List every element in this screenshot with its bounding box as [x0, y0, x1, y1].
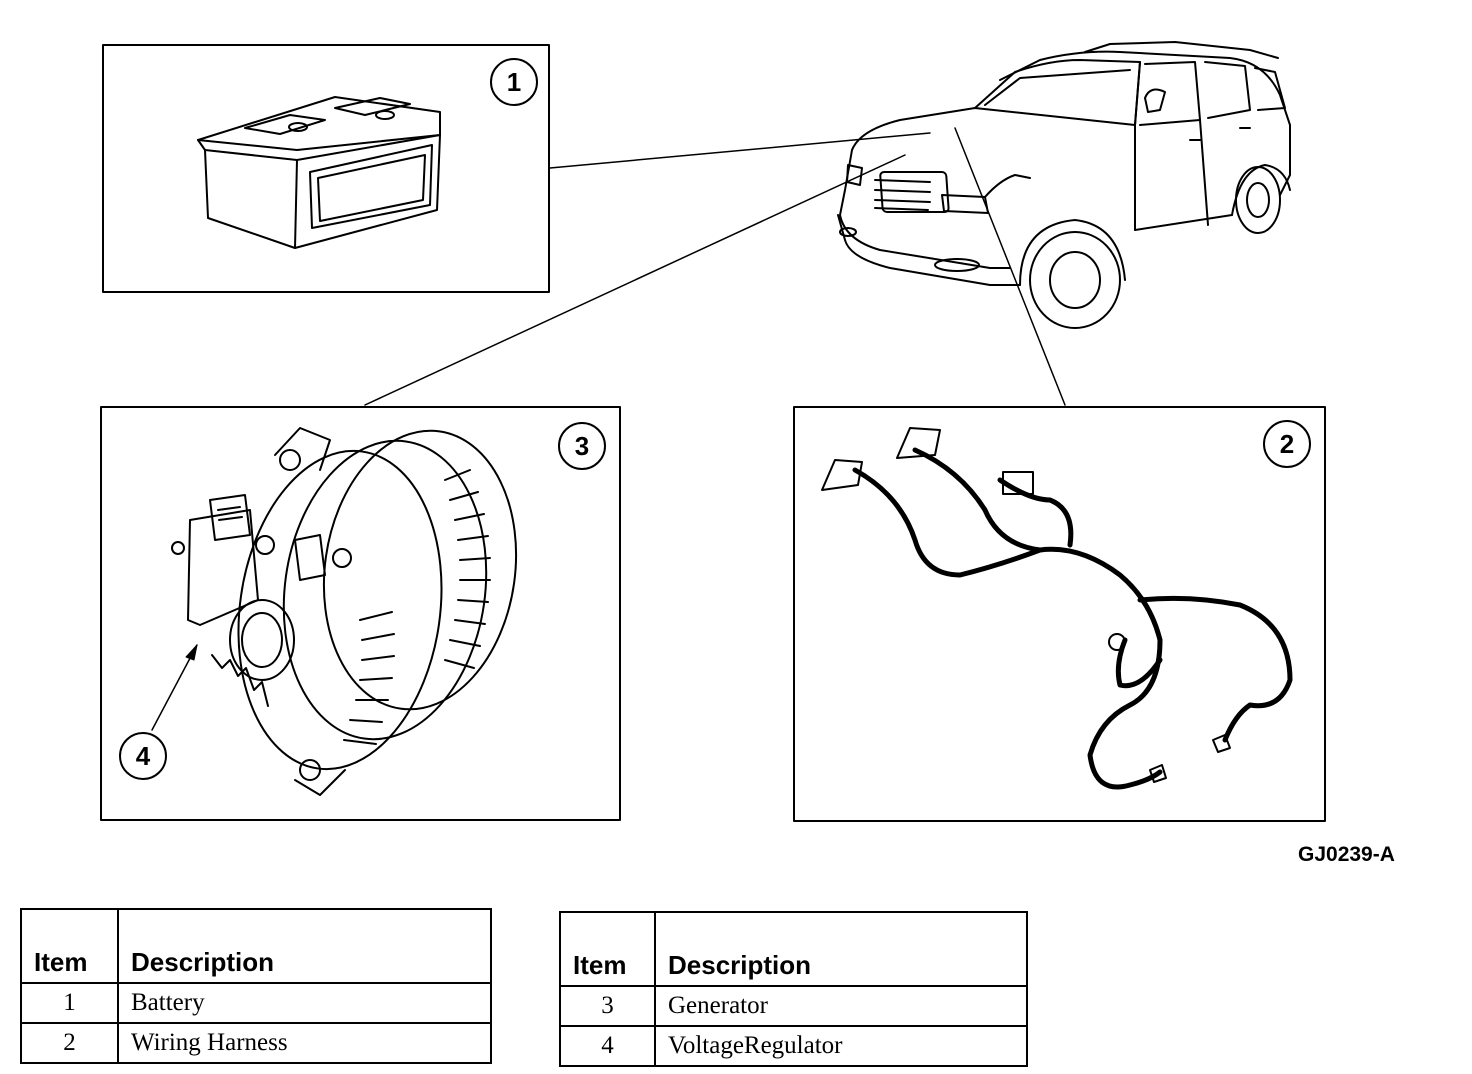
legend-item-description: VoltageRegulator — [654, 1025, 1028, 1067]
wiring-harness-panel — [793, 406, 1326, 822]
legend-item-description: Battery — [117, 982, 492, 1024]
vehicle-illustration — [837, 41, 1291, 329]
leader-line-generator — [364, 154, 906, 406]
generator-illustration — [171, 427, 518, 796]
fog-lamp — [934, 258, 980, 272]
callout-circle-4 — [119, 732, 167, 780]
callout-circle-3 — [558, 422, 606, 470]
callout-circle-2 — [1263, 420, 1311, 468]
legend-item-number: 3 — [559, 985, 656, 1027]
battery-illustration — [197, 96, 441, 249]
rear-wheel — [1235, 166, 1281, 234]
table-row: 1 Battery — [20, 982, 492, 1024]
leader-arrowhead — [185, 644, 198, 661]
callout-label-4: 4 — [136, 741, 151, 771]
legend-header-row: Item Description — [559, 911, 1028, 987]
leader-line-regulator — [151, 644, 198, 731]
leader-line-battery — [549, 132, 931, 169]
legend-header-item: Item — [20, 908, 119, 984]
callout-label-3: 3 — [575, 431, 589, 461]
legend-header-description: Description — [654, 911, 1028, 987]
legend-header-row: Item Description — [20, 908, 492, 984]
legend-table-right: Item Description 3 Generator 4 VoltageRe… — [559, 911, 1028, 1067]
legend-item-number: 4 — [559, 1025, 656, 1067]
side-mirror — [1144, 88, 1166, 113]
wiring-harness-illustration — [852, 447, 1293, 790]
callout-circle-1 — [490, 58, 538, 106]
legend-item-number: 1 — [20, 982, 119, 1024]
table-row: 3 Generator — [559, 985, 1028, 1027]
headlight-right — [941, 194, 989, 214]
leader-line-harness — [954, 127, 1066, 406]
legend-header-description: Description — [117, 908, 492, 984]
headlight-left — [846, 164, 863, 186]
table-row: 4 VoltageRegulator — [559, 1025, 1028, 1067]
voltage-regulator-body — [187, 509, 259, 626]
callout-label-1: 1 — [507, 67, 521, 97]
legend-item-number: 2 — [20, 1022, 119, 1064]
harness-connectors — [821, 427, 1231, 783]
callout-label-2: 2 — [1280, 429, 1294, 459]
legend-item-description: Wiring Harness — [117, 1022, 492, 1064]
table-row: 2 Wiring Harness — [20, 1022, 492, 1064]
leader-lines — [364, 127, 1066, 406]
legend-item-description: Generator — [654, 985, 1028, 1027]
legend-table-left: Item Description 1 Battery 2 Wiring Harn… — [20, 908, 492, 1064]
battery-panel — [102, 44, 550, 293]
legend-header-item: Item — [559, 911, 656, 987]
front-wheel — [1029, 231, 1121, 329]
grille — [879, 171, 950, 213]
generator-panel — [100, 406, 621, 821]
figure-code: GJ0239-A — [1298, 843, 1395, 866]
